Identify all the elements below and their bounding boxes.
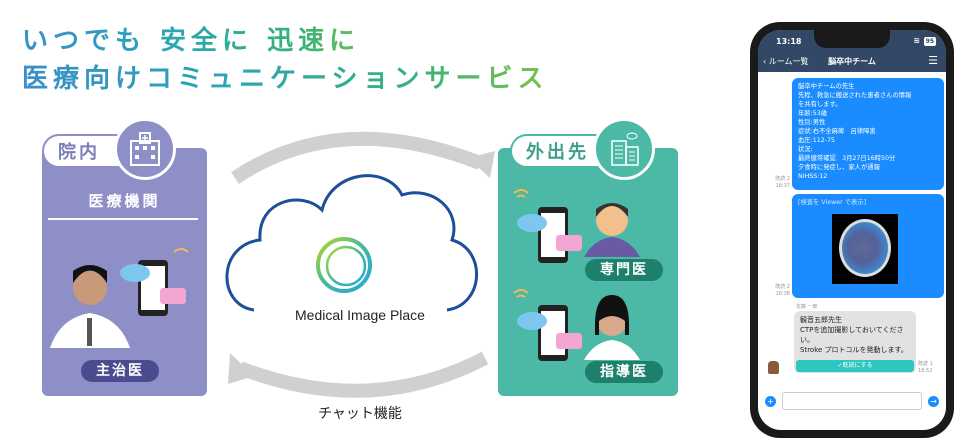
supervisor-badge: 指導医	[585, 361, 663, 383]
message-line: 最終健常確認 3月27日16時50分	[798, 155, 896, 162]
facility-divider	[48, 218, 198, 220]
battery-icon: 95	[923, 37, 936, 46]
cloud-icon	[225, 174, 478, 312]
message-time: 18:52	[918, 368, 933, 374]
message-bubble-sent: 脳卒中チームの先生 先程、救急に搬送された患者さんの情報 を共有します。 年齢:…	[792, 78, 944, 190]
message-time: 18:38	[775, 291, 790, 297]
message-line: 症状:右不全麻痺 呂律障害	[798, 128, 876, 135]
message-line: 状況:	[798, 146, 813, 153]
headline-line-1: いつでも 安全に 迅速に	[22, 22, 412, 60]
read-count: 既読 2	[775, 284, 790, 290]
headline-line-2: 医療向けコミュニケーションサービス	[22, 60, 582, 98]
message-input[interactable]	[782, 392, 922, 410]
read-count: 既読 2	[775, 176, 790, 182]
message-bubble-sent-image: [検査を Viewer で表示]	[792, 194, 944, 298]
back-to-rooms-button[interactable]: ‹ ルーム一覧	[763, 57, 809, 66]
message-input-bar: + →	[758, 386, 946, 420]
read-count: 既読 1	[918, 361, 933, 367]
specialist-badge: 専門医	[585, 259, 663, 281]
cloud-label: Medical Image Place	[295, 307, 425, 323]
mark-read-button[interactable]: ✓既読にする	[796, 360, 914, 372]
message-line: 脳卒中チームの先生	[798, 83, 855, 90]
phone-mockup: 13:18 ≋ 95 ‹ ルーム一覧 脳卒中チーム ☰ 脳卒中チームの先生 先程…	[750, 22, 954, 438]
message-line: CTPを追加撮影しておいてくださ	[800, 326, 904, 334]
message-line: い。	[800, 336, 814, 344]
message-line: 夕食時に発症し、家人が通報	[798, 164, 880, 171]
wifi-icon: ≋	[913, 36, 920, 45]
message-line: 先程、救急に搬送された患者さんの情報	[798, 92, 912, 99]
message-meta: 既読 2 18:38	[764, 284, 790, 298]
room-title: 脳卒中チーム	[828, 57, 876, 66]
medical-image-place-logo-icon	[316, 237, 372, 293]
message-line: を共有します。	[798, 101, 842, 108]
chat-caption: チャット機能	[318, 406, 402, 422]
message-line: 血圧:112-75	[798, 137, 836, 144]
chat-screen: 13:18 ≋ 95 ‹ ルーム一覧 脳卒中チーム ☰ 脳卒中チームの先生 先程…	[758, 30, 946, 430]
specialist-doctors-illustration-icon	[513, 189, 640, 361]
attending-doctor-badge: 主治医	[81, 360, 159, 382]
avatar	[768, 361, 779, 374]
attach-plus-button[interactable]: +	[765, 396, 776, 407]
headline: いつでも 安全に 迅速に 医療向けコミュニケーションサービス	[22, 22, 582, 98]
sync-arrows-icon	[228, 131, 495, 398]
message-line: 年齢:53歳	[798, 110, 828, 117]
message-time: 18:37	[775, 183, 790, 189]
message-line: Stroke プロトコルを発動します。	[800, 346, 908, 354]
hospital-icon	[114, 118, 176, 180]
send-button[interactable]: →	[928, 396, 939, 407]
ct-scan-thumbnail[interactable]	[832, 214, 898, 284]
phone-notch	[814, 30, 890, 48]
message-meta: 既読 2 18:37	[764, 176, 790, 190]
attending-doctor-illustration-icon	[50, 248, 189, 348]
back-label: ルーム一覧	[768, 57, 809, 66]
status-time: 13:18	[776, 37, 802, 46]
viewer-link[interactable]: [検査を Viewer で表示]	[798, 199, 867, 206]
message-line: 性別:男性	[798, 119, 826, 126]
message-meta: 既読 1 18:52	[918, 361, 940, 375]
sender-name: 佐藤 一郎	[796, 304, 818, 310]
facility-title: 医療機関	[88, 192, 161, 210]
chat-navbar: ‹ ルーム一覧 脳卒中チーム ☰	[758, 52, 946, 72]
message-line: NIHSS:12	[798, 173, 828, 180]
hamburger-icon[interactable]: ☰	[928, 54, 938, 67]
message-line: 観音五郎先生	[800, 316, 842, 324]
office-building-icon	[593, 118, 655, 180]
